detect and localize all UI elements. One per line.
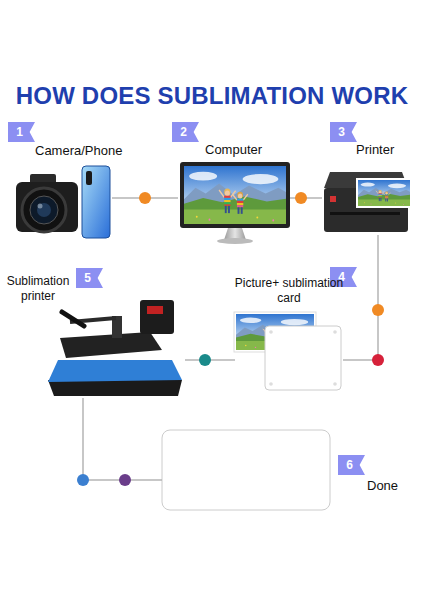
step-node: 4Picture+ sublimation card [235, 312, 343, 392]
phone-camera [86, 171, 92, 185]
connector-line [83, 398, 162, 480]
monitor-illustration [180, 162, 290, 244]
step-node: 2Computer [178, 160, 290, 242]
connector-dot [372, 354, 384, 366]
step-node: 1Camera/Phone [14, 165, 112, 240]
connector-dot-layer [77, 192, 384, 486]
step-label: Picture+ sublimation card [233, 276, 345, 306]
picture-card-illustration [234, 312, 341, 390]
finished-plate-illustration [162, 430, 330, 510]
step-label: Camera/Phone [35, 143, 122, 159]
press-base [48, 380, 182, 396]
printed-photo-image [358, 180, 410, 206]
step-label: Printer [356, 142, 394, 158]
plate-hole [169, 437, 173, 441]
connector-dot [119, 474, 131, 486]
printed-photo [356, 178, 412, 208]
card-hole [269, 382, 273, 386]
diagram-title: HOW DOES SUBLIMATION WORK [0, 82, 424, 110]
printer-button [330, 196, 336, 202]
press-platen [48, 360, 182, 382]
step-number: 2 [172, 122, 199, 142]
camera-lens [22, 188, 66, 232]
step-node: 5Sublimation printer [45, 298, 185, 398]
plate-border [162, 430, 330, 510]
printer-illustration [324, 172, 412, 232]
card-hole [269, 330, 273, 334]
step-node: 3Printer [322, 163, 412, 235]
plate-hole [319, 437, 323, 441]
step-node: 6Done [162, 428, 332, 512]
sublimation-card [265, 326, 341, 390]
connector-dot [139, 192, 151, 204]
monitor-frame [180, 162, 290, 228]
press-display [147, 306, 163, 314]
step-label: Done [367, 478, 398, 494]
connector-line [343, 235, 378, 360]
press-handle [62, 312, 84, 326]
connector-dot [372, 304, 384, 316]
connector-layer [83, 198, 378, 480]
monitor-base [217, 238, 253, 244]
step-number: 5 [76, 268, 103, 288]
camera-phone-illustration [16, 166, 110, 238]
camera-lens [30, 196, 58, 224]
monitor-screen [184, 166, 286, 224]
phone [82, 166, 110, 238]
plate-image [162, 430, 330, 510]
step-label: Computer [205, 142, 262, 158]
step-label: Sublimation printer [3, 274, 73, 304]
plate-hole [169, 499, 173, 503]
lens-glare [38, 204, 43, 209]
press-control-box [140, 300, 174, 334]
printer-slot [330, 212, 400, 215]
step-number: 6 [338, 455, 365, 475]
connector-dot [77, 474, 89, 486]
connector-dot [199, 354, 211, 366]
press-heat-plate [60, 332, 162, 358]
connector-dot [295, 192, 307, 204]
step-number: 1 [8, 122, 35, 142]
card-hole [333, 382, 337, 386]
step-number: 3 [330, 122, 357, 142]
heat-press-illustration [48, 300, 182, 396]
plate-hole [319, 499, 323, 503]
camera-body [16, 182, 78, 232]
card-hole [333, 330, 337, 334]
camera-lens [37, 203, 51, 217]
